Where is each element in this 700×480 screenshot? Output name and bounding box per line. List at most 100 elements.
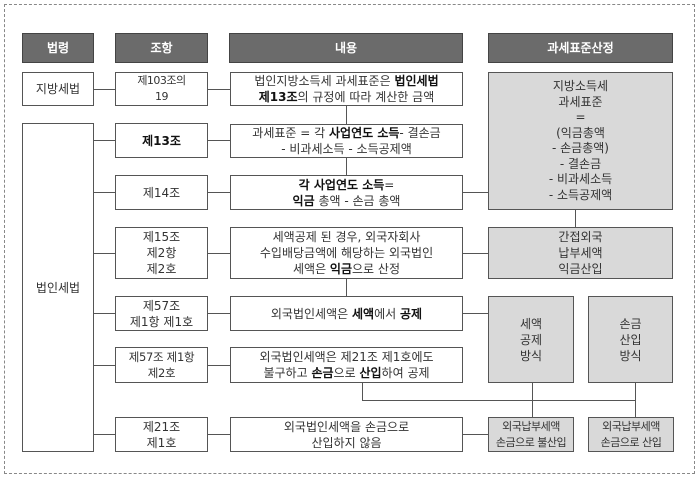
connector: [94, 192, 115, 193]
header-calc: 과세표준산정: [488, 33, 673, 63]
content-line: 익금 총액 - 손금 총액: [293, 193, 401, 209]
article-line: 제1항 제1호: [129, 314, 194, 329]
emphasis-text: 사업연도 소득: [329, 126, 400, 140]
calc-line: 외국납부세액: [602, 419, 660, 433]
connector: [208, 192, 230, 193]
calc-line: =: [575, 110, 586, 124]
text-segment: =: [384, 177, 395, 192]
content-line: 각 사업연도 소득=: [299, 177, 395, 193]
header-article-label: 조항: [150, 41, 173, 55]
calc-line: 손금: [619, 316, 642, 331]
header-law-label: 법령: [46, 41, 70, 55]
content-line: 과세표준 = 각 사업연도 소득- 결손금: [252, 125, 440, 141]
content-line: 법인지방소득세 과세표준은 법인세법: [254, 73, 438, 89]
content-line: 외국법인세액을 손금으로: [284, 419, 409, 435]
calc-line: 세액: [519, 316, 543, 331]
calc-line: 방식: [619, 348, 642, 363]
connector: [94, 434, 115, 435]
header-law: 법령: [22, 33, 94, 63]
connector: [94, 140, 115, 141]
emphasis-text: 법인세법: [394, 74, 439, 88]
text-segment: 으로: [333, 366, 360, 380]
article-box: 제103조의 19: [115, 72, 208, 106]
article-box: 제13조: [115, 123, 208, 158]
connector: [575, 210, 576, 227]
calc-line: - 소득공제액: [548, 187, 613, 202]
content-line: 제13조의 규정에 따라 계산한 금액: [259, 89, 434, 105]
emphasis-text: 산입: [359, 366, 382, 380]
text-segment: - 결손금: [399, 126, 441, 140]
content-line: 불구하고 손금으로 산입하여 공제: [263, 365, 429, 381]
text-segment: 외국법인세액을 손금으로: [283, 419, 410, 434]
connector: [208, 140, 230, 141]
connector: [208, 365, 230, 366]
calc-line: - 결손금: [559, 156, 602, 171]
content-line: - 비과세소득 - 소득공제액: [281, 141, 412, 157]
text-segment: 하여 공제: [381, 366, 430, 380]
article-line: 19: [155, 90, 169, 103]
text-segment: 세액공제 된 경우, 외국자회사: [272, 230, 421, 244]
diagram-frame: [4, 4, 695, 474]
content-line: 세액공제 된 경우, 외국자회사: [273, 229, 421, 245]
content-box: 각 사업연도 소득=익금 총액 - 손금 총액: [230, 175, 463, 210]
text-segment: 외국법인세액은: [270, 306, 352, 321]
emphasis-text: 손금: [311, 366, 334, 380]
connector: [463, 253, 488, 254]
connector: [94, 89, 115, 90]
article-line: 제15조: [142, 230, 181, 244]
content-box: 과세표준 = 각 사업연도 소득- 결손금- 비과세소득 - 소득공제액: [230, 124, 463, 158]
connector: [94, 313, 115, 314]
emphasis-text: 제13조: [258, 90, 298, 104]
calc-line: 산입: [619, 332, 642, 347]
connector: [635, 383, 636, 417]
text-segment: 에서: [374, 306, 400, 321]
connector: [208, 89, 230, 90]
header-calc-label: 과세표준산정: [547, 41, 614, 55]
calc-line: 지방소득세: [552, 79, 609, 93]
text-segment: 불구하고: [263, 366, 312, 380]
connector: [463, 434, 488, 435]
calc-line: 익금산입: [558, 262, 603, 276]
calc-line: 손금으로 산입: [600, 435, 662, 449]
connector: [532, 383, 533, 417]
connector: [362, 400, 636, 401]
article-line: 제13조: [142, 133, 181, 148]
content-line: 세액은 익금으로 산정: [293, 261, 400, 277]
calc-line: 간접외국: [558, 230, 603, 244]
text-segment: - 비과세소득 - 소득공제액: [281, 142, 412, 156]
connector: [346, 106, 347, 124]
connector: [94, 253, 115, 254]
article-line: 제2항: [146, 246, 177, 260]
connector: [362, 383, 363, 400]
calc-line: 과세표준: [558, 94, 603, 109]
emphasis-text: 익금: [329, 262, 353, 276]
emphasis-text: 세액: [352, 306, 375, 321]
calc-line: (익금총액: [556, 125, 605, 140]
text-segment: 으로 산정: [352, 262, 400, 276]
content-line: 외국법인세액은 세액에서 공제: [271, 306, 422, 322]
article-line: 제2호: [146, 262, 177, 276]
article-line: 제57조: [142, 298, 181, 313]
law-corp-tax-label: 법인세법: [35, 280, 81, 295]
connector: [208, 253, 230, 254]
connector: [94, 365, 115, 366]
connector: [208, 313, 230, 314]
article-line: 제14조: [142, 185, 181, 200]
calc-line: - 손금총액): [552, 141, 609, 155]
article-line: 제103조의: [137, 74, 186, 87]
law-local-tax-label: 지방세법: [35, 82, 81, 96]
connector: [346, 158, 347, 175]
content-line: 산입하지 않음: [311, 435, 381, 451]
header-article: 조항: [115, 33, 208, 63]
header-content-label: 내용: [334, 41, 358, 55]
connector: [208, 434, 230, 435]
content-line: 외국법인세액은 제21조 제1호에도: [259, 349, 433, 365]
content-box: 외국법인세액은 세액에서 공제: [230, 296, 463, 331]
